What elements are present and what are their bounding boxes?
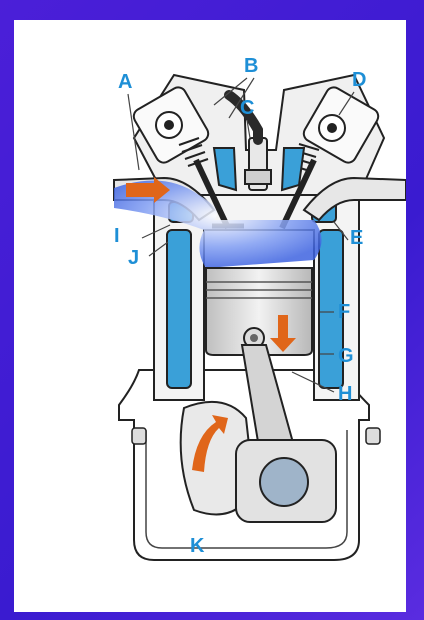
label-a: A [118,71,132,93]
label-d: D [352,69,366,91]
label-e: E [350,227,363,249]
label-g: G [338,345,354,367]
crankcase-bolt-right [366,428,380,444]
label-k: K [190,535,205,557]
engine-diagram: A B C D E F G H I J K [14,20,406,612]
label-h: H [338,383,352,405]
coolant-jacket-left [167,230,191,388]
crankcase-bolt-left [132,428,146,444]
label-b: B [244,55,258,77]
label-f: F [338,301,350,323]
label-j: J [128,247,139,269]
diagram-panel: A B C D E F G H I J K [14,20,406,612]
label-i: I [114,225,120,247]
label-c: C [240,97,254,119]
